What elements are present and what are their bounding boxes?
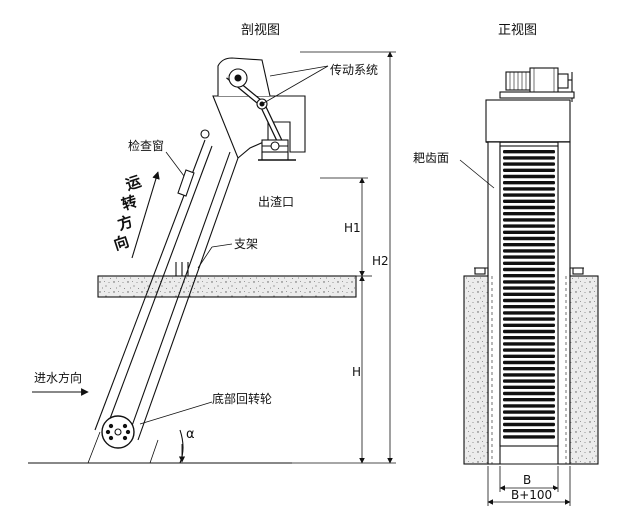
rake-tooth-bar [503,218,555,222]
frame-inner-rail-left [104,145,213,433]
rake-tooth-bar [503,261,555,265]
bottom-wheel-label: 底部回转轮 [212,392,273,406]
frame-inner-rail-right [127,151,231,438]
rake-tooth-bar [503,367,555,371]
bottom-wheel-bolt-4 [122,435,128,441]
rake-tooth-bar [503,292,555,296]
rake-tooth-bar [503,168,555,172]
bottom-wheel-hub [114,428,122,436]
leader-support [211,243,233,248]
rake-tooth-bar [503,156,555,160]
rake-tooth-bar [503,150,555,154]
rake-tooth-bar [503,311,555,315]
discharge-wheel [270,141,280,151]
rake-tooth-bar [503,354,555,358]
rake-tooth-bar [503,286,555,290]
rake-teeth-bars [503,150,555,439]
inspection-knob [200,129,210,139]
rake-tooth-bar [503,348,555,352]
leader-rake-surface [459,159,495,189]
frame-right-edge [137,157,239,441]
bottom-wheel-bolt-2 [122,423,128,429]
concrete-slab [97,275,357,298]
leader-drive-system [269,65,329,77]
rake-tooth-bar [503,174,555,179]
rake-tooth-bar [503,224,555,228]
leader-bottom-wheel [139,401,213,425]
alpha-label: α [186,427,195,442]
rake-tooth-bar [503,391,555,396]
frame-column-right [557,141,571,465]
inspection-window-label: 检查窗 [128,139,165,153]
rake-tooth-bar [503,212,555,216]
rake-tooth-bar [503,416,555,420]
motor-base [499,91,575,99]
rake-tooth-bar [503,404,555,408]
rake-tooth-bar [503,199,555,203]
rake-tooth-bar [503,305,555,309]
rake-tooth-bar [503,267,555,272]
drive-sprocket-hub [234,74,242,82]
rake-tooth-bar [503,379,555,383]
rake-tooth-bar [503,230,555,234]
rake-tooth-bar [503,236,555,241]
rake-tooth-bar [503,162,555,166]
dim-label-h2: H2 [372,254,389,268]
dim-label-h1: H1 [344,221,361,235]
frame-lower-left [87,431,101,464]
bottom-wheel-bolt-3 [108,435,114,441]
leader-inspection-window [165,151,185,177]
rake-tooth-bar [503,280,555,284]
rake-tooth-bar [503,336,555,340]
water-inflow-label: 进水方向 [34,371,83,385]
rake-tooth-bar [503,255,555,259]
rake-tooth-bar [503,193,555,197]
slag-outlet-label: 出渣口 [258,195,295,209]
bottom-wheel-bolt-5 [105,429,111,435]
section-view-title: 剖视图 [241,23,281,38]
channel-wall-right [569,275,599,465]
rake-tooth-bar [503,398,555,402]
rake-tooth-bar [503,323,555,327]
rake-tooth-bar [503,317,555,321]
rake-tooth-bar [503,187,555,191]
rake-tooth-bar [503,181,555,185]
rake-tooth-bar [503,385,555,389]
rake-tooth-bar [503,249,555,253]
rake-tooth-bar [503,429,555,433]
frame-lower-right [149,439,159,464]
leader-drive-system-2 [261,65,329,105]
support-label: 支架 [234,237,259,251]
rake-tooth-bar [503,205,555,210]
rake-tooth-bar [503,342,555,346]
angle-arc [179,429,184,464]
head-housing [212,95,306,159]
leader-support-2 [197,246,213,269]
rake-tooth-bar [503,410,555,414]
rake-tooth-bar [503,243,555,247]
rake-tooth-bar [503,373,555,377]
rake-surface-label: 耙齿面 [413,151,450,165]
channel-wall-left [463,275,489,465]
front-view-title: 正视图 [498,23,538,38]
dim-label-b-plus-100: B+100 [509,488,555,502]
dim-label-h: H [352,365,362,379]
rake-tooth-bar [503,298,555,303]
dim-label-b: B [523,473,532,487]
bottom-wheel-bolt-6 [125,429,131,435]
bottom-wheel-bolt-1 [108,423,114,429]
inspection-window-shape [177,169,195,197]
reducer-cap [557,73,569,89]
head-cover [485,99,571,143]
rake-tooth-bar [503,274,555,278]
rake-tooth-bar [503,435,555,439]
rake-tooth-bar [503,422,555,427]
rake-tooth-bar [503,329,555,334]
drive-system-label: 传动系统 [330,63,379,77]
running-direction-arrow [131,171,160,259]
rake-tooth-bar [503,360,555,365]
frame-column-left [487,141,501,465]
